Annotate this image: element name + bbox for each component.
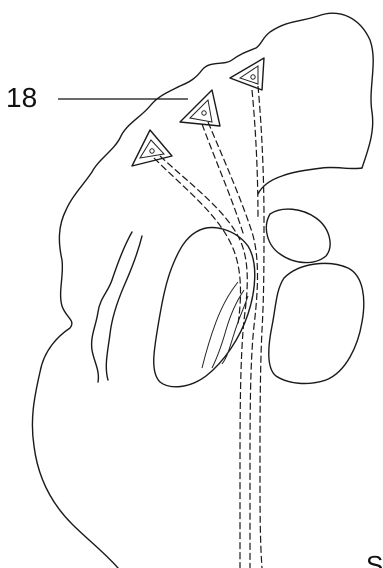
globus-pallidus-mid: [212, 290, 244, 368]
tract-right-2: [252, 90, 258, 220]
callout-label-18: 18: [6, 82, 37, 113]
sulcus-inner-edge: [106, 236, 142, 380]
tract-middle-2: [202, 124, 244, 236]
nucleus-left: [150, 149, 154, 153]
pyramidal-cell-middle: [180, 90, 220, 126]
globus-pallidus-outer: [202, 282, 238, 368]
cortex-medial-edge: [258, 167, 362, 194]
cortex-outline: [32, 13, 373, 568]
tract-left-2: [154, 158, 240, 324]
pyramidal-cell-right: [230, 58, 264, 90]
lateral-sulcus: [92, 232, 132, 382]
thalamus-lower: [269, 263, 364, 383]
corner-glyph: S: [366, 550, 383, 568]
thalamus-upper: [266, 209, 330, 263]
nucleus-right: [251, 75, 255, 79]
nucleus-middle: [202, 111, 206, 115]
tract-right: [258, 86, 264, 568]
pyramidal-cell-left: [132, 130, 172, 166]
